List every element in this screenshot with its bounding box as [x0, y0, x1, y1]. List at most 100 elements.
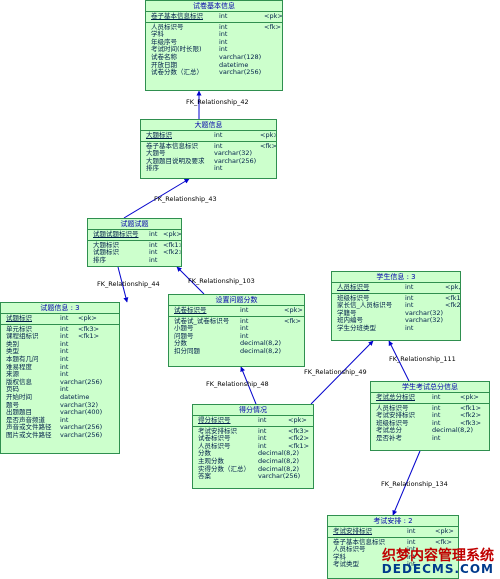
column-type: int [240, 306, 249, 314]
column-name: 类型 [6, 347, 19, 356]
relationship-label-44: FK_Relationship_44 [97, 280, 160, 288]
column-type: int [407, 560, 416, 569]
column-name: 主观分数 [198, 456, 224, 465]
column-name: 卷子基本信息标识 [151, 12, 203, 20]
column-type: decimal(8,2) [240, 346, 282, 355]
column-type: varchar(256) [219, 68, 262, 77]
column-type: int [432, 433, 441, 442]
column-type: int [432, 403, 441, 412]
column-type: int [214, 141, 223, 150]
entity-student-info[interactable]: 学生信息 : 3人员标识号int<pk,fk3>班级标识号int<fk1>家长信… [331, 271, 461, 341]
column-row: 实得分数（汇总）decimal(8,2) [196, 465, 311, 474]
column-type: int [432, 411, 441, 420]
entity-title: 学生信息 : 3 [332, 272, 460, 283]
column-type: datetime [219, 60, 249, 69]
column-key: <pk> [260, 131, 277, 139]
relationship-line-r43 [123, 178, 190, 219]
column-key: <fk3> [78, 324, 100, 333]
column-type: int [407, 527, 416, 535]
column-key: <fk2> [288, 434, 310, 443]
column-type: int [258, 441, 267, 450]
column-name: 单元标识 [6, 324, 32, 333]
column-name: 排序 [93, 255, 106, 264]
entity-title: 设置问题分数 [169, 295, 304, 306]
relationship-label-48: FK_Relationship_48 [206, 380, 269, 388]
column-name: 学籍号 [337, 308, 357, 317]
column-row: 试卷分数（汇总）varchar(256) [149, 69, 280, 77]
entity-title: 试卷基本信息 [146, 1, 282, 12]
column-type: varchar(256) [214, 156, 257, 165]
column-name: 年级序号 [151, 37, 177, 46]
column-type: int [149, 240, 158, 249]
column-type: int [60, 324, 69, 333]
column-name: 人员标识号 [337, 283, 370, 291]
column-type: int [258, 416, 267, 424]
key-separator [371, 402, 489, 404]
column-type: int [60, 370, 69, 379]
column-name: 试题标识 [6, 314, 32, 322]
column-name: 扣分同题 [174, 346, 200, 355]
column-name: 来源 [6, 370, 19, 379]
entity-columns: 人员标识号int<pk,fk3>班级标识号int<fk1>家长信_人员标识号in… [332, 283, 460, 334]
column-type: varchar(256) [60, 430, 103, 439]
column-row: 考试类型 int [331, 561, 456, 569]
column-row: 考试时间(时长限)int [149, 46, 280, 54]
column-key: <fk2> [460, 411, 482, 420]
column-type: int [214, 131, 223, 139]
entity-title: 大题信息 [141, 120, 276, 131]
column-name: 问题号 [174, 331, 194, 340]
relationship-line-r44 [117, 266, 129, 303]
column-name: 开始时间 [6, 392, 32, 401]
column-name: 考试类型 [333, 560, 359, 569]
column-name: 分数 [174, 339, 187, 348]
column-type: int [60, 339, 69, 348]
column-type: int [60, 362, 69, 371]
column-key: <fk1> [445, 293, 461, 302]
column-type: varchar(32) [405, 316, 444, 325]
column-type: int [240, 331, 249, 340]
column-name: 大题题目说明及要求 [146, 156, 205, 165]
column-type: int [405, 293, 414, 302]
relationship-label-111: FK_Relationship_111 [389, 355, 456, 363]
column-type: int [405, 323, 414, 332]
column-name: 页码 [6, 385, 19, 394]
column-key: <pk> [288, 416, 307, 424]
column-key: <fk3> [460, 418, 482, 427]
column-row: 排序 int [91, 255, 179, 265]
column-type: int [149, 230, 158, 238]
column-type: int [240, 324, 249, 333]
relationship-label-49: FK_Relationship_49 [304, 368, 367, 376]
column-type: int [149, 255, 158, 264]
column-name: 考试总分 [376, 426, 402, 435]
column-row: 大题题目说明及要求 varchar(256) [144, 156, 274, 166]
column-name: 排序 [146, 164, 159, 173]
relationship-line-r48 [240, 366, 257, 405]
